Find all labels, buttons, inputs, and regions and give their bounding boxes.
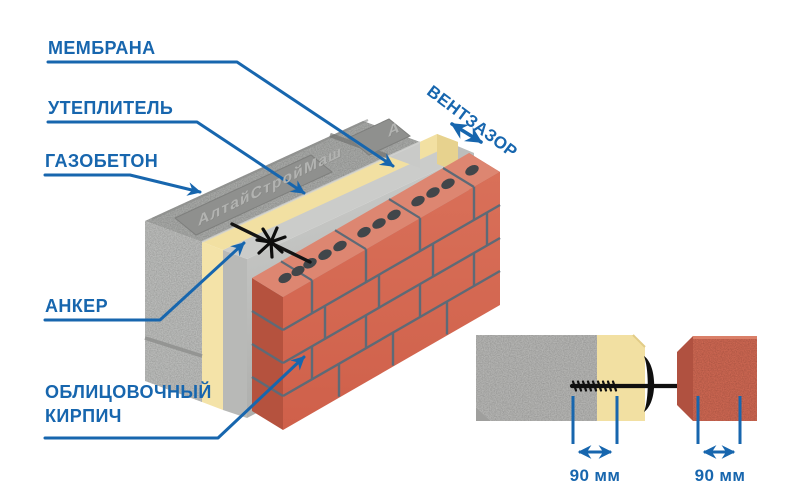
dimension-label-brick: 90 мм (694, 466, 746, 485)
label-facing-brick-line2: КИРПИЧ (45, 406, 122, 426)
mini-insulation (597, 335, 645, 421)
label-anchor: АНКЕР (45, 296, 108, 316)
dimension-ticks (571, 396, 742, 444)
mortar-head-joints (310, 187, 489, 397)
label-aerated-concrete: ГАЗОБЕТОН (45, 151, 159, 171)
end-face-joint-line (144, 336, 203, 358)
dimension-label-embedment: 90 мм (569, 466, 621, 485)
mini-concrete-block (476, 335, 597, 421)
mortar-bed-joints (251, 203, 501, 398)
leader-membrane (46, 60, 395, 168)
vent-gap-double-arrow (450, 122, 483, 144)
label-insulation: УТЕПЛИТЕЛЬ (48, 98, 174, 118)
leader-anchor (43, 241, 246, 322)
anchor-detail-diagram (476, 334, 757, 459)
embossed-brand-panel (174, 154, 333, 236)
label-facing-brick-line1: ОБЛИЦОВОЧНЫЙ (45, 382, 212, 402)
facing-brick-wall (251, 153, 501, 430)
leader-aerated-concrete (43, 173, 202, 196)
leader-insulation (46, 120, 306, 195)
leader-facing-brick (43, 355, 306, 440)
label-facing-brick: ОБЛИЦОВОЧНЫЙ КИРПИЧ (45, 380, 212, 428)
mini-facing-brick (677, 336, 757, 421)
brick-holes (278, 165, 479, 284)
label-membrane: МЕМБРАНА (48, 38, 156, 58)
anchor-pin (230, 222, 312, 264)
